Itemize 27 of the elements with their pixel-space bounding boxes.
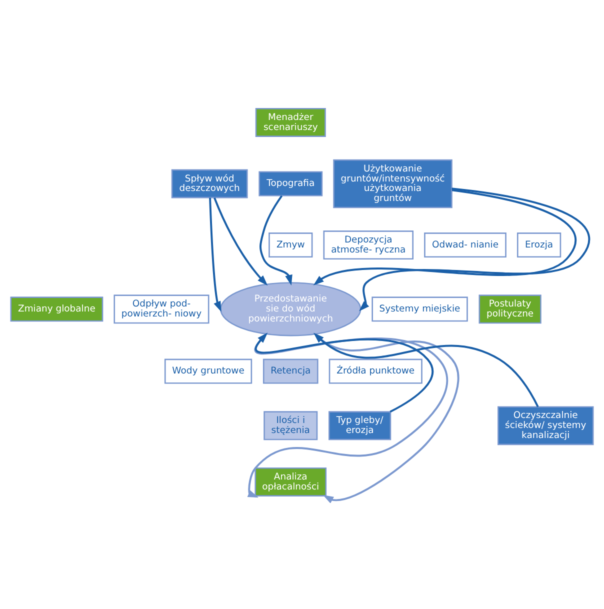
node-box: Systemy miejskie	[372, 296, 468, 322]
node-box: Zmiany globalne	[10, 296, 104, 322]
node-box: Zmyw	[268, 232, 313, 258]
node-box: Użytkowanie gruntów/intensywność użytkowania gruntów	[333, 159, 452, 208]
arrow	[359, 188, 590, 312]
node-box: Analiza opłacalności	[254, 467, 327, 496]
arrow	[214, 197, 268, 286]
node-box: Menadżer scenariuszy	[255, 108, 326, 137]
node-box: Depozycja atmosfe- ryczna	[323, 230, 414, 260]
arrow	[209, 198, 222, 312]
node-box: Typ gleby/ erozja	[328, 411, 392, 440]
node-box: Odwad- nianie	[424, 232, 506, 258]
node-box: Retencja	[262, 358, 318, 384]
node-ellipse: Przedostawanie sie do wód powierzchniowych	[220, 282, 362, 336]
node-box: Erozja	[516, 232, 562, 258]
arrow	[256, 332, 434, 413]
arrow	[314, 332, 539, 408]
node-box: Wody gruntowe	[164, 358, 252, 384]
node-box: Ilości i stężenia	[264, 411, 318, 440]
node-box: Spływ wód deszczowych	[171, 169, 248, 198]
node-box: Odpływ pod- powierzch- niowy	[114, 294, 210, 324]
node-box: Oczyszczalnie ścieków/ systemy kanalizacji	[498, 406, 594, 446]
node-box: Postulaty polityczne	[478, 294, 542, 324]
node-box: Topografia	[258, 171, 323, 196]
arrow	[260, 195, 292, 286]
arrow	[313, 189, 576, 286]
node-box: Źródła punktowe	[328, 358, 422, 384]
